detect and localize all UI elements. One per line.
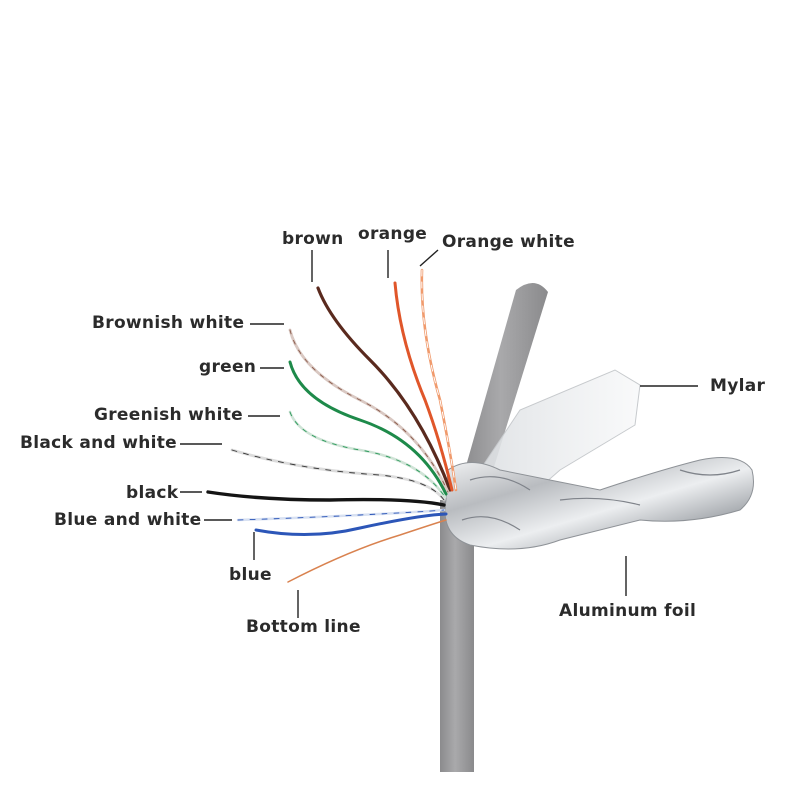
wire-bundle (206, 268, 458, 583)
label-brownish-white: Brownish white (92, 313, 245, 333)
wire-black-and-white (230, 448, 446, 502)
label-bottom-line: Bottom line (246, 617, 361, 637)
wire-orange (393, 281, 454, 492)
peeled-jacket-strip (462, 282, 548, 480)
label-black: black (126, 483, 179, 503)
wire-brown (316, 286, 452, 492)
aluminum-foil-wrap (444, 457, 754, 550)
label-greenish-white: Greenish white (94, 405, 243, 425)
label-orange-white: Orange white (442, 232, 575, 252)
foil-creases (461, 469, 741, 531)
wire-bottom-line (287, 519, 447, 583)
label-blue-and-white: Blue and white (54, 510, 202, 530)
label-blue: blue (229, 565, 272, 585)
label-mylar: Mylar (710, 376, 766, 396)
cable-jacket (440, 500, 474, 772)
leader-lines (180, 249, 698, 618)
label-brown: brown (282, 229, 344, 249)
label-green: green (199, 357, 257, 377)
label-orange: orange (358, 224, 428, 244)
label-aluminum-foil: Aluminum foil (559, 601, 697, 621)
wire-green (288, 360, 448, 496)
label-black-and-white: Black and white (20, 433, 178, 453)
wire-black (206, 490, 446, 507)
wire-blue (254, 512, 448, 537)
